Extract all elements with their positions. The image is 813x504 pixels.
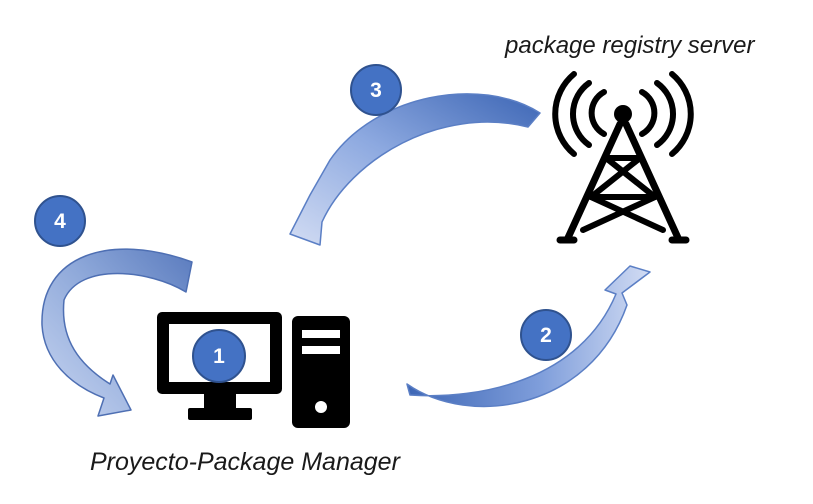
arrow-step-2 [406, 265, 651, 408]
arrow-step-4 [41, 248, 193, 417]
step-number-3: 3 [370, 79, 382, 102]
client-caption: Proyecto-Package Manager [90, 448, 400, 476]
arrow-step-3 [289, 93, 541, 246]
desktop-computer-icon [157, 312, 350, 428]
step-badge-1: 1 [192, 329, 246, 383]
pc-tower-icon [292, 316, 350, 428]
server-caption: package registry server [505, 32, 755, 59]
step-number-1: 1 [213, 345, 225, 368]
step-number-4: 4 [54, 210, 66, 233]
step-badge-4: 4 [34, 195, 86, 247]
step-badge-3: 3 [350, 64, 402, 116]
step-badge-2: 2 [520, 309, 572, 361]
radio-tower-icon [552, 71, 694, 244]
step-number-2: 2 [540, 324, 552, 347]
